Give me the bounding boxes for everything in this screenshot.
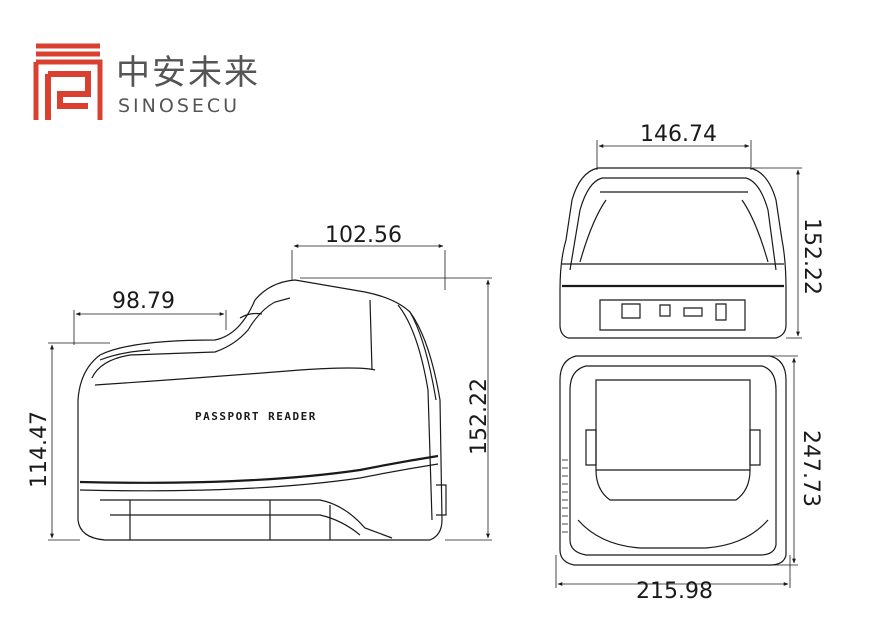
dimension-side-total-height: 152.22: [300, 277, 492, 541]
dim-front-width-label: 146.74: [640, 122, 717, 147]
dimension-top-depth: 247.73: [770, 355, 823, 566]
top-view: 247.73 215.98: [555, 355, 823, 604]
side-view-outline: [77, 279, 447, 541]
dim-side-total-height-label: 152.22: [467, 378, 492, 455]
front-view-outline: [559, 167, 787, 339]
dim-side-top-width-label: 102.56: [325, 223, 402, 248]
sinosecu-logo: 中安未来 SINOSECU: [33, 43, 260, 120]
front-view: 146.74 152.22: [559, 122, 824, 339]
dimension-side-body-height: 114.47: [27, 342, 110, 541]
dimension-side-top-width: 102.56: [291, 223, 446, 290]
dimension-side-slot-width: 98.79: [73, 289, 227, 345]
dimension-front-height: 152.22: [752, 167, 824, 339]
brand-name-cn: 中安未来: [116, 53, 260, 93]
top-view-grip-marks: [562, 459, 568, 533]
device-label: PASSPORT READER: [195, 410, 317, 423]
dimension-top-width: 215.98: [555, 555, 791, 604]
dim-top-depth-label: 247.73: [798, 430, 823, 507]
dimension-front-width: 146.74: [596, 122, 752, 170]
dim-side-body-height-label: 114.47: [27, 411, 52, 488]
top-view-outline: [559, 355, 787, 566]
side-view: PASSPORT READER 102.56 98.79 114.47: [27, 223, 492, 541]
dim-top-width-label: 215.98: [636, 579, 713, 604]
dim-front-height-label: 152.22: [799, 218, 824, 295]
brand-name-en: SINOSECU: [118, 95, 240, 117]
logo-mark-icon: [33, 43, 103, 120]
dim-side-slot-width-label: 98.79: [112, 289, 175, 314]
